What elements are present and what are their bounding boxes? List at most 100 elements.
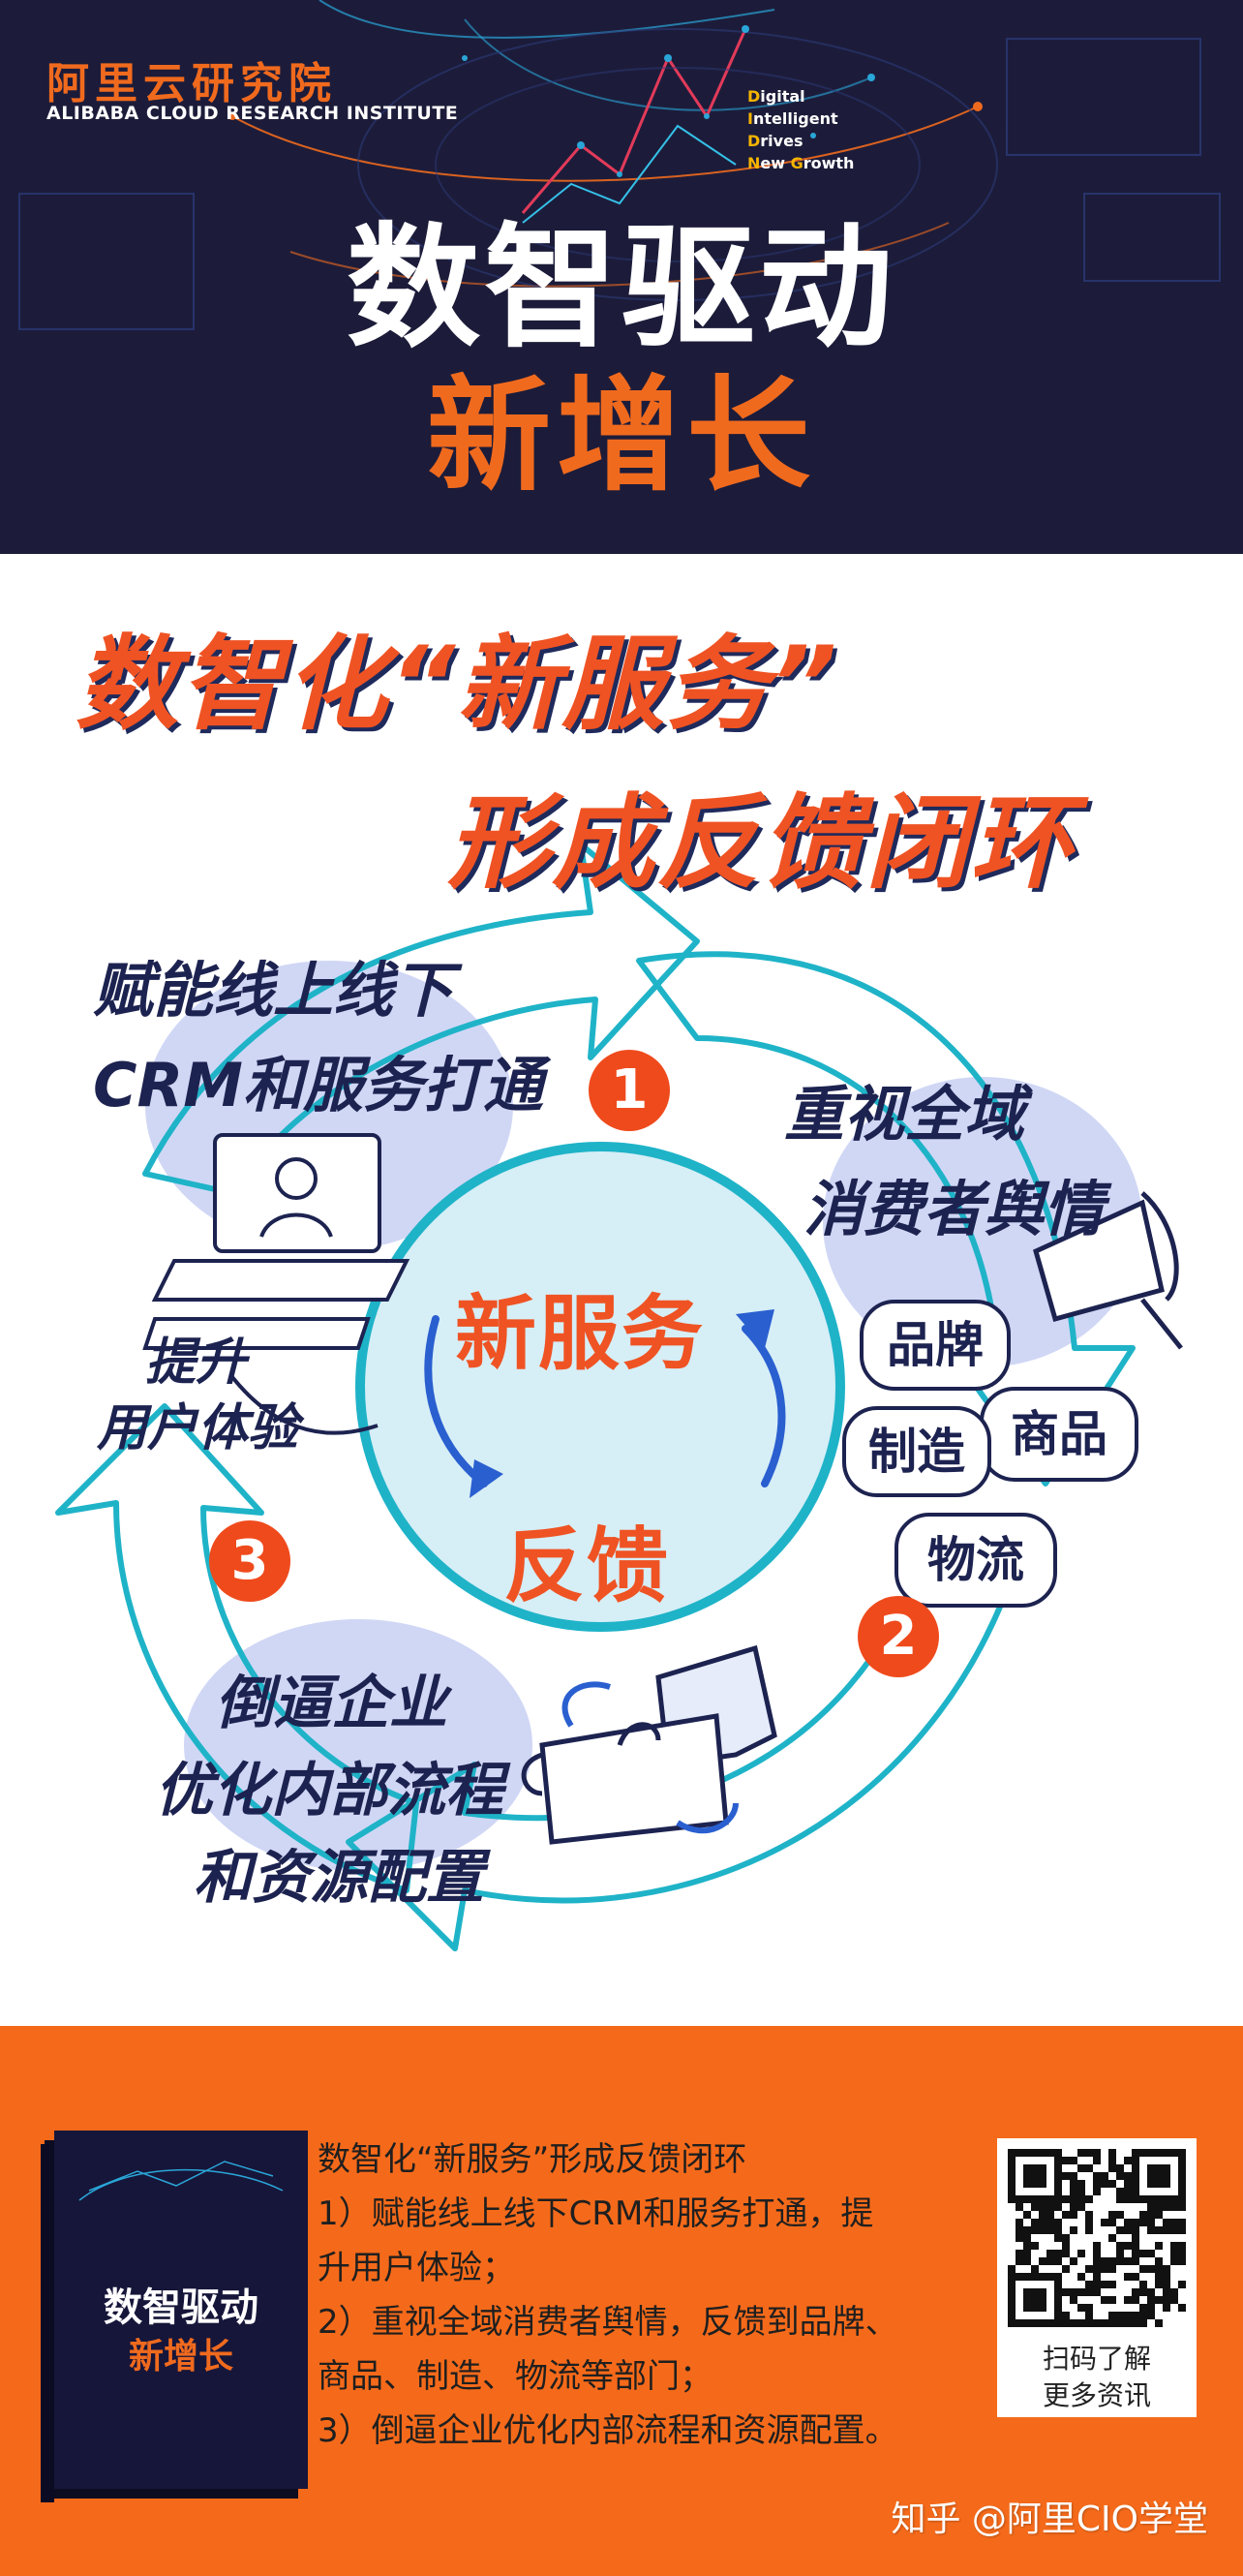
- qr-module: [1101, 2172, 1108, 2180]
- qr-module: [1132, 2273, 1139, 2281]
- qr-module: [1031, 2226, 1039, 2234]
- qr-module: [1062, 2211, 1070, 2219]
- qr-module: [1039, 2203, 1046, 2211]
- qr-module: [1085, 2219, 1093, 2226]
- qr-module: [1101, 2257, 1108, 2265]
- qr-module: [1116, 2319, 1124, 2327]
- tagline-cap: I: [747, 109, 753, 128]
- qr-module: [1062, 2250, 1070, 2257]
- qr-module: [1093, 2180, 1101, 2188]
- qr-module: [1085, 2281, 1093, 2288]
- tagline-rest: ntelligent: [752, 109, 838, 128]
- qr-module: [1062, 2265, 1070, 2273]
- qr-module: [1163, 2296, 1170, 2304]
- qr-module: [1077, 2203, 1085, 2211]
- qr-module: [1077, 2304, 1085, 2312]
- qr-module: [1155, 2211, 1163, 2219]
- qr-module: [1139, 2304, 1147, 2312]
- qr-module: [1108, 2319, 1116, 2327]
- qr-module: [1108, 2234, 1116, 2242]
- qr-module: [1016, 2234, 1023, 2242]
- qr-module: [1108, 2265, 1116, 2273]
- qr-module: [1070, 2296, 1077, 2304]
- qr-module: [1085, 2312, 1093, 2319]
- qr-module: [1170, 2203, 1178, 2211]
- qr-module: [1054, 2257, 1062, 2265]
- qr-module: [1147, 2265, 1155, 2273]
- qr-module: [1178, 2250, 1186, 2257]
- qr-module: [1108, 2164, 1116, 2172]
- qr-module: [1139, 2319, 1147, 2327]
- data-network-graphic: [18, 0, 1221, 330]
- qr-module: [1070, 2157, 1077, 2164]
- qr-module: [1070, 2188, 1077, 2195]
- qr-module: [1139, 2281, 1147, 2288]
- caption-line: 2）重视全域消费者舆情，反馈到品牌、: [318, 2303, 898, 2342]
- qr-module: [1077, 2195, 1085, 2203]
- illustration-heading-1: 数智化“新服务”: [76, 625, 839, 744]
- qr-module: [1116, 2250, 1124, 2257]
- tag-logistics: 物流: [894, 1513, 1057, 1608]
- qr-module: [1085, 2226, 1093, 2234]
- qr-finder: [1023, 2164, 1046, 2188]
- qr-module: [1008, 2265, 1016, 2273]
- qr-module: [1070, 2288, 1077, 2296]
- tagline-cap: D: [747, 87, 761, 106]
- qr-module: [1170, 2296, 1178, 2304]
- qr-module: [1085, 2304, 1093, 2312]
- tagline-cap: N: [747, 154, 761, 172]
- qr-module: [1046, 2211, 1054, 2219]
- qr-module: [1062, 2242, 1070, 2250]
- qr-module: [1046, 2203, 1054, 2211]
- qr-module: [1016, 2257, 1023, 2265]
- qr-module: [1124, 2188, 1132, 2195]
- qr-module: [1101, 2265, 1108, 2273]
- qr-module: [1031, 2203, 1039, 2211]
- qr-module: [1170, 2288, 1178, 2296]
- qr-module: [1016, 2226, 1023, 2234]
- qr-module: [1093, 2319, 1101, 2327]
- qr-module: [1070, 2319, 1077, 2327]
- qr-module: [1016, 2250, 1023, 2257]
- caption-line: 升用户体验；: [318, 2249, 515, 2287]
- qr-module: [1085, 2195, 1093, 2203]
- qr-module: [1116, 2164, 1124, 2172]
- qr-module: [1132, 2234, 1139, 2242]
- qr-module: [1116, 2257, 1124, 2265]
- main-title: 数智驱动: [346, 210, 896, 366]
- illustration-heading-2: 形成反馈闭环: [447, 783, 1075, 903]
- book-cover: 数智驱动 新增长: [41, 2131, 308, 2502]
- qr-module: [1155, 2281, 1163, 2288]
- qr-module: [1093, 2273, 1101, 2281]
- qr-module: [1139, 2250, 1147, 2257]
- brand-name-cn: 阿里云研究院: [46, 59, 337, 108]
- qr-module: [1163, 2281, 1170, 2288]
- qr-module: [1108, 2157, 1116, 2164]
- qr-module: [1062, 2195, 1070, 2203]
- qr-module: [1108, 2149, 1116, 2157]
- qr-module: [1077, 2288, 1085, 2296]
- qr-module: [1108, 2281, 1116, 2288]
- qr-module: [1085, 2288, 1093, 2296]
- qr-module: [1147, 2312, 1155, 2319]
- qr-module: [1070, 2203, 1077, 2211]
- qr-module: [1124, 2219, 1132, 2226]
- caption-line: 商品、制造、物流等部门；: [318, 2357, 712, 2396]
- qr-module: [1077, 2250, 1085, 2257]
- qr-module: [1155, 2296, 1163, 2304]
- qr-module: [1093, 2281, 1101, 2288]
- caption-line: 1）赋能线上线下CRM和服务打通，提: [318, 2194, 874, 2233]
- qr-module: [1132, 2250, 1139, 2257]
- qr-module: [1116, 2226, 1124, 2234]
- book-cover-graphic: [78, 2161, 284, 2201]
- qr-module: [1163, 2288, 1170, 2296]
- qr-module: [1093, 2188, 1101, 2195]
- qr-module: [1108, 2219, 1116, 2226]
- qr-code-icon[interactable]: [1008, 2149, 1186, 2327]
- qr-code-card[interactable]: 扫码了解 更多资讯: [997, 2138, 1197, 2417]
- book-subtitle: 新增长: [128, 2337, 233, 2377]
- qr-module: [1139, 2312, 1147, 2319]
- qr-module: [1031, 2242, 1039, 2250]
- qr-module: [1077, 2180, 1085, 2188]
- qr-module: [1093, 2265, 1101, 2273]
